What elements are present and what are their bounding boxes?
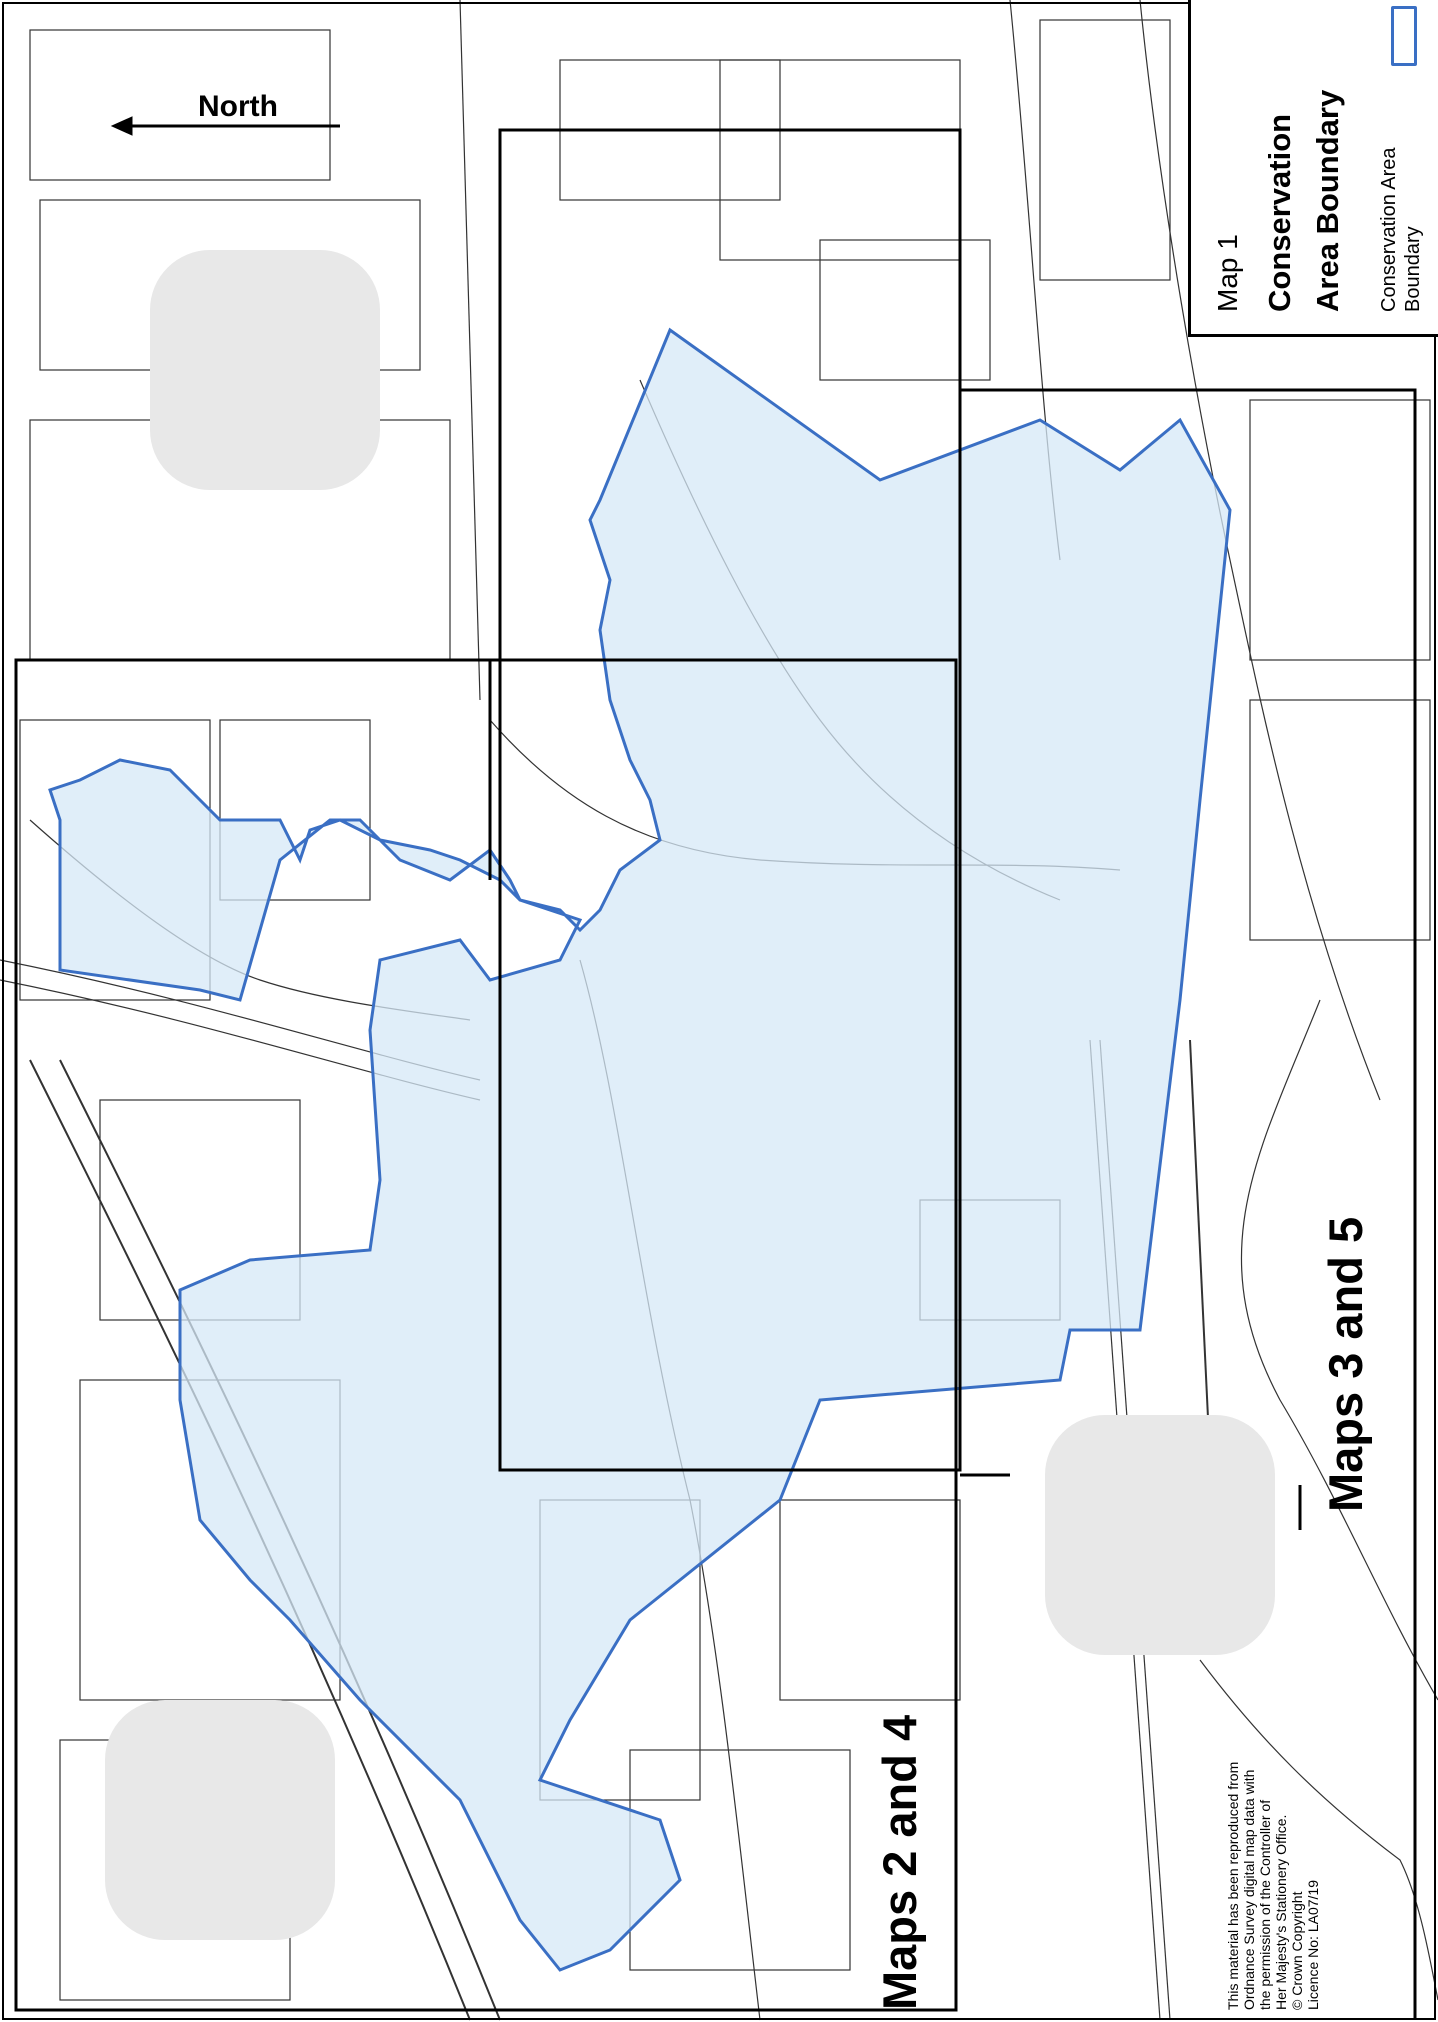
railway — [1189, 1039, 1211, 1461]
road — [459, 0, 481, 701]
copyright-line: Her Majesty's Stationery Office. — [1273, 1814, 1289, 2010]
sheet-frame-maps-3-5 — [498, 128, 962, 1472]
legend-title: Conservation — [1262, 113, 1297, 312]
copyright-line: Ordnance Survey digital map data with — [1241, 1769, 1257, 2010]
crest-watermarks — [105, 250, 1275, 1940]
river — [1199, 1659, 1438, 2001]
crest-watermark-icon — [150, 250, 380, 490]
copyright-line: the permission of the Controller of — [1257, 1799, 1273, 2010]
legend-entry-label: Boundary — [1402, 226, 1424, 312]
legend-boundary-swatch — [1391, 6, 1417, 66]
legend-entry-label: Conservation Area — [1378, 147, 1400, 312]
legend-map-number: Map 1 — [1212, 234, 1243, 312]
copyright-line: This material has been reproduced from — [1225, 1761, 1241, 2010]
legend-title: Area Boundary — [1310, 89, 1345, 312]
crest-watermark-icon — [105, 1700, 335, 1940]
sheet-label-maps-2-4: Maps 2 and 4 — [873, 1714, 926, 2010]
copyright-line: Licence No: LA07/19 — [1305, 1880, 1321, 2010]
sheet-frame-edge — [16, 658, 492, 880]
sheet-frame-edge — [960, 388, 1417, 2020]
north-arrow — [110, 116, 340, 136]
north-arrow-head-icon — [110, 116, 133, 136]
road — [1139, 0, 1381, 1101]
sheet-label-maps-3-5: Maps 3 and 5 — [1319, 1216, 1372, 1512]
crest-watermark-icon — [1045, 1415, 1275, 1655]
copyright-line: © Crown Copyright — [1289, 1891, 1305, 2010]
river — [1240, 999, 1438, 1701]
north-arrow-label: North — [198, 90, 278, 123]
